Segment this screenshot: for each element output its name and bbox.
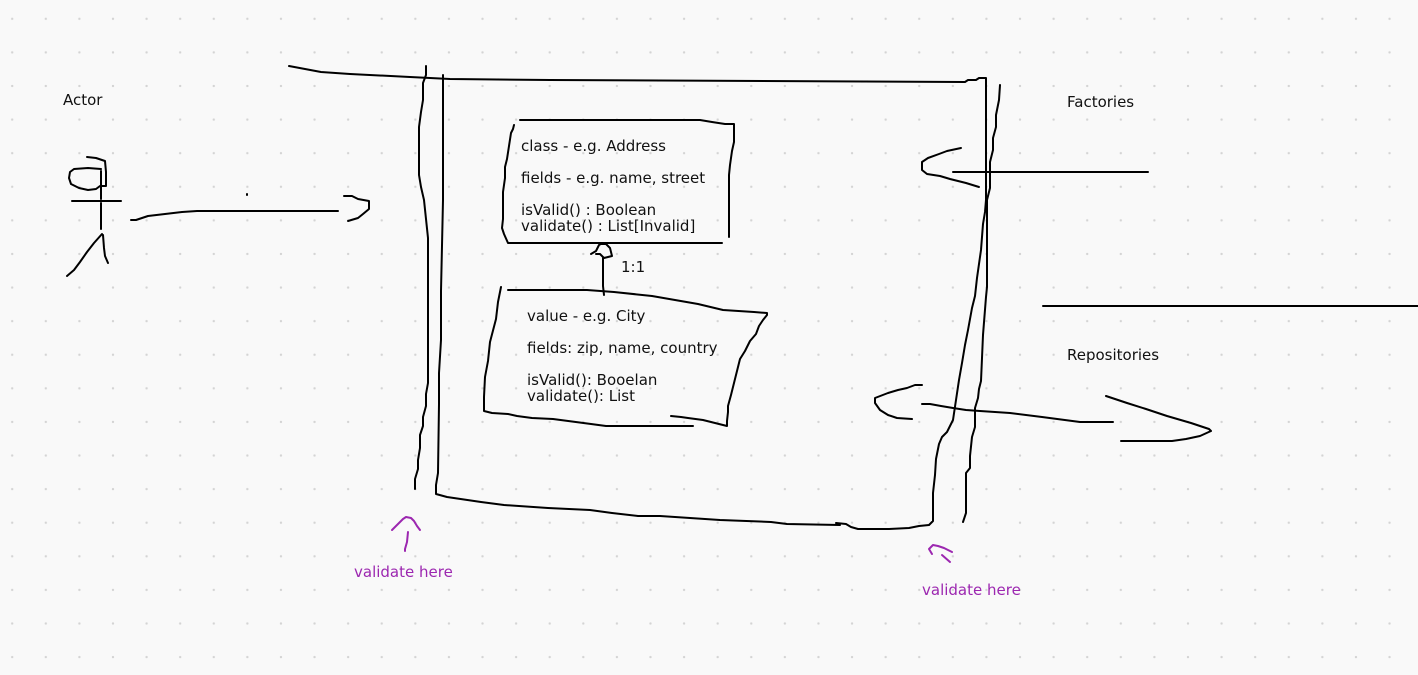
composition-diamond bbox=[590, 243, 613, 259]
value-object-box bbox=[483, 286, 768, 427]
composition-connector bbox=[602, 257, 605, 296]
factories-label: Factories bbox=[1067, 93, 1135, 111]
repositories-label: Repositories bbox=[1067, 346, 1160, 364]
actor-label: Actor bbox=[63, 91, 103, 109]
value-object-isvalid-label: isValid(): Booelan bbox=[527, 371, 658, 389]
entity-class-label: class - e.g. Address bbox=[521, 137, 666, 155]
validate-left-tail bbox=[404, 531, 409, 552]
repositories-arrow-in bbox=[874, 384, 923, 420]
entity-validate-label: validate() : List[Invalid] bbox=[521, 217, 696, 235]
relation-label: 1:1 bbox=[621, 258, 646, 276]
actor-arrowhead bbox=[343, 195, 370, 222]
actor-arrow bbox=[130, 210, 339, 221]
validate-right-note: validate here bbox=[922, 581, 1021, 599]
entity-fields-label: fields - e.g. name, street bbox=[521, 169, 706, 187]
validate-right-arrow bbox=[928, 544, 953, 555]
validate-left-note: validate here bbox=[354, 563, 453, 581]
value-object-validate-label: validate(): List bbox=[527, 387, 635, 405]
domain-boundary bbox=[288, 65, 1001, 530]
actor-figure bbox=[66, 156, 122, 277]
entity-box bbox=[501, 119, 735, 244]
factories-arrowhead bbox=[921, 147, 980, 188]
value-object-fields-label: fields: zip, name, country bbox=[527, 339, 718, 357]
entity-isvalid-label: isValid() : Boolean bbox=[521, 201, 657, 219]
repositories-arrowhead-out bbox=[1105, 395, 1212, 442]
validate-right-tail bbox=[941, 554, 951, 563]
value-object-value-label: value - e.g. City bbox=[527, 307, 646, 325]
repositories-arrow-line bbox=[921, 403, 1114, 423]
validate-left-arrow bbox=[391, 516, 421, 531]
